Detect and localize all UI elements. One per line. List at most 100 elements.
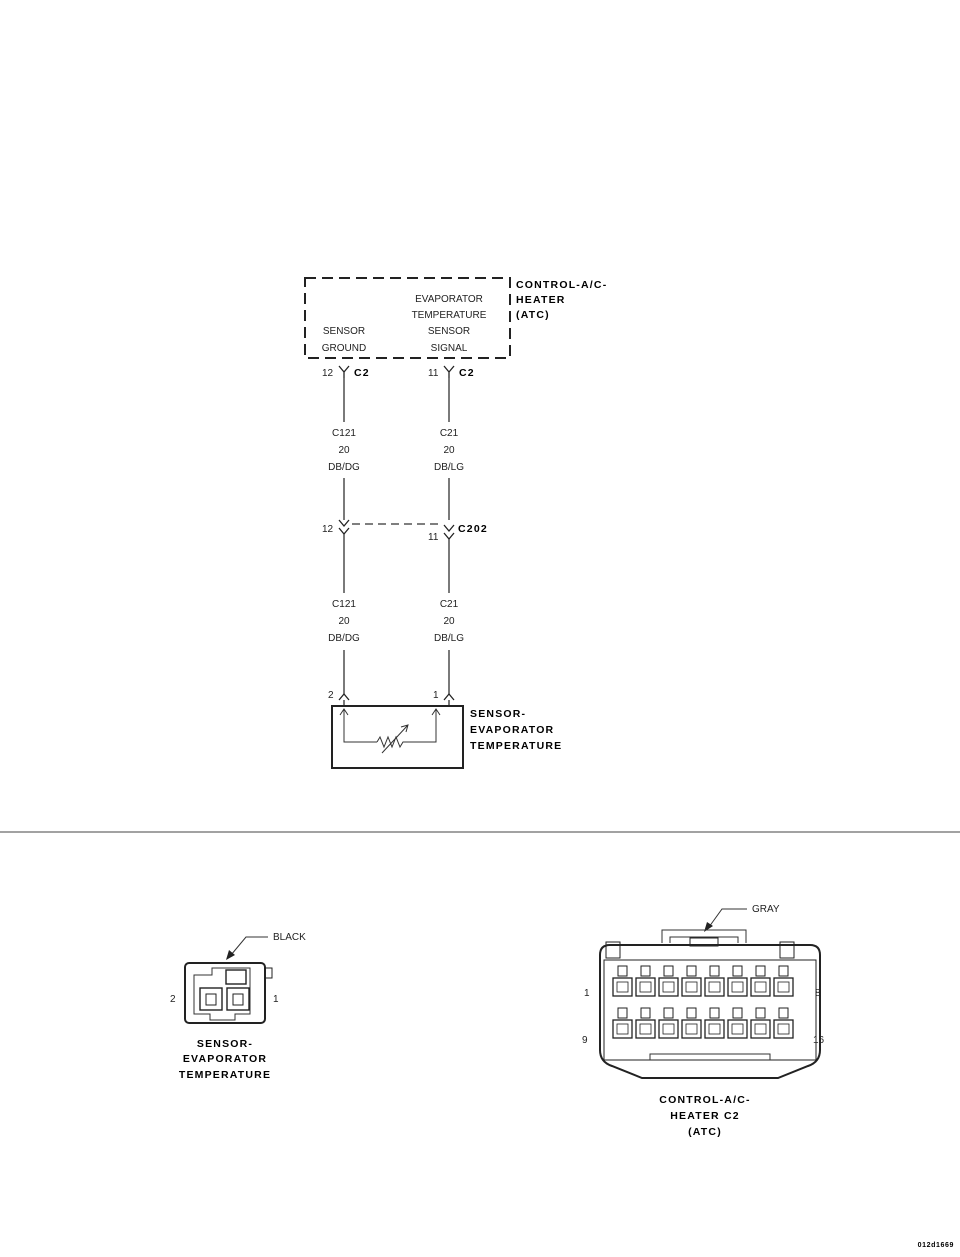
left-lower-wire-color: DB/DG (328, 633, 360, 644)
module-dashed-outline (304, 277, 511, 359)
module-connector-latch-inner (669, 936, 739, 943)
left-lower-wire-circuit: C121 (332, 599, 356, 610)
cavity-terminal-10 (639, 1023, 652, 1035)
sensor-connector-cavity-outline (193, 967, 251, 1021)
cavity-terminal-8 (777, 981, 790, 993)
cavity-terminal-4 (685, 981, 698, 993)
cavity-terminal-7 (754, 981, 767, 993)
sensor-connector-latch (264, 967, 273, 979)
sensor-connector-terminal-1 (232, 993, 244, 1006)
module-connector-pin-bottom-right: 16 (813, 1035, 825, 1046)
c202-pin-left: 12 (322, 524, 334, 535)
cavity-terminal-15 (754, 1023, 767, 1035)
c2-pin-right: 11 (428, 368, 439, 379)
cavity-latch-2 (640, 965, 651, 977)
module-connector-name-line-1: CONTROL-A/C- (659, 1094, 750, 1106)
cavity-terminal-11 (662, 1023, 675, 1035)
right-lower-wire-gauge: 20 (443, 616, 455, 627)
sensor-pin-1-symbol (443, 692, 455, 701)
right-wire-color: DB/LG (434, 462, 464, 473)
sensor-connector-cavity-2 (199, 987, 223, 1011)
right-wire-gauge: 20 (443, 445, 455, 456)
c202-name: C202 (458, 523, 488, 535)
signal-label-line-3: SENSOR (428, 326, 470, 337)
cavity-latch-11 (663, 1007, 674, 1019)
cavity-latch-4 (686, 965, 697, 977)
cavity-terminal-3 (662, 981, 675, 993)
sensor-name-line-2: EVAPORATOR (470, 724, 554, 736)
signal-label-line-2: TEMPERATURE (412, 310, 487, 321)
lower-wire-labels: C121 20 DB/DG C21 20 DB/LG (328, 599, 464, 644)
right-lower-wire-color: DB/LG (434, 633, 464, 644)
cavity-5 (704, 977, 725, 997)
module-connector-corner-left (605, 941, 621, 959)
cavity-latch-12 (686, 1007, 697, 1019)
cavity-2 (635, 977, 656, 997)
cavity-latch-6 (732, 965, 743, 977)
sensor-connector-housing (184, 962, 266, 1024)
sensor-connector-key (225, 969, 247, 985)
cavity-terminal-12 (685, 1023, 698, 1035)
sensor-connector-cavity-1 (226, 987, 250, 1011)
cavity-6 (727, 977, 748, 997)
cavity-latch-8 (778, 965, 789, 977)
c2-right-pin-symbol (443, 365, 455, 378)
control-module: CONTROL-A/C- HEATER (ATC) SENSOR GROUND … (304, 277, 606, 359)
cavity-1 (612, 977, 633, 997)
cavity-latch-15 (755, 1007, 766, 1019)
cavity-10 (635, 1019, 656, 1039)
cavity-7 (750, 977, 771, 997)
sensor-pin-right: 1 (433, 690, 439, 701)
c2-name-right: C2 (459, 367, 475, 379)
module-connector-housing (599, 944, 821, 1079)
module-connector-name-line-2: HEATER C2 (670, 1110, 740, 1122)
cavity-latch-9 (617, 1007, 628, 1019)
cavity-latch-1 (617, 965, 628, 977)
cavity-9 (612, 1019, 633, 1039)
cavity-16 (773, 1019, 794, 1039)
module-name-line-2: HEATER (516, 294, 566, 306)
left-lower-wire-gauge: 20 (338, 616, 350, 627)
cavity-latch-3 (663, 965, 674, 977)
module-connector-callout-line (708, 908, 747, 928)
cavity-latch-10 (640, 1007, 651, 1019)
sensor-connector-callout-line (230, 936, 268, 956)
cavity-terminal-9 (616, 1023, 629, 1035)
sensor-connector-name-line-3: TEMPERATURE (179, 1069, 271, 1081)
sensor-connector-terminal-2 (205, 993, 217, 1006)
cavity-latch-5 (709, 965, 720, 977)
figure-id: 012d1669 (918, 1242, 954, 1249)
sensor-connector-view: BLACK 2 1 SENSOR- EVAPORATOR TEMPERATURE (170, 932, 306, 1081)
ground-label-line-1: SENSOR (323, 326, 365, 337)
sensor-body (331, 705, 464, 769)
sensor-connector-name-line-2: EVAPORATOR (183, 1053, 267, 1065)
cavity-8 (773, 977, 794, 997)
module-connector-corner-right (779, 941, 795, 959)
signal-label-line-1: EVAPORATOR (415, 294, 483, 305)
cavity-latch-13 (709, 1007, 720, 1019)
cavity-13 (704, 1019, 725, 1039)
c202-left-pin-symbol (338, 519, 350, 536)
sensor-connector-name-line-1: SENSOR- (197, 1038, 253, 1050)
left-wire-circuit: C121 (332, 428, 356, 439)
cavity-4 (681, 977, 702, 997)
cavity-terminal-13 (708, 1023, 721, 1035)
module-connector-name-line-3: (ATC) (688, 1126, 722, 1138)
sensor-name-line-1: SENSOR- (470, 708, 526, 720)
module-connector-pin-bottom-left: 9 (582, 1035, 588, 1046)
cavity-3 (658, 977, 679, 997)
cavity-14 (727, 1019, 748, 1039)
cavity-terminal-2 (639, 981, 652, 993)
c2-pin-left: 12 (322, 368, 334, 379)
module-connector-face (603, 959, 817, 1061)
module-name-line-3: (ATC) (516, 309, 550, 321)
sensor-connector-pin-right: 1 (273, 994, 279, 1005)
c202-pin-right: 11 (428, 532, 439, 543)
connector-c202: 12 11 C202 (322, 519, 488, 543)
sensor-name-line-3: TEMPERATURE (470, 740, 562, 752)
sensor-connector-color: BLACK (273, 932, 306, 943)
c2-name-left: C2 (354, 367, 370, 379)
c2-left-pin-symbol (338, 365, 350, 378)
signal-label-line-4: SIGNAL (431, 343, 468, 354)
